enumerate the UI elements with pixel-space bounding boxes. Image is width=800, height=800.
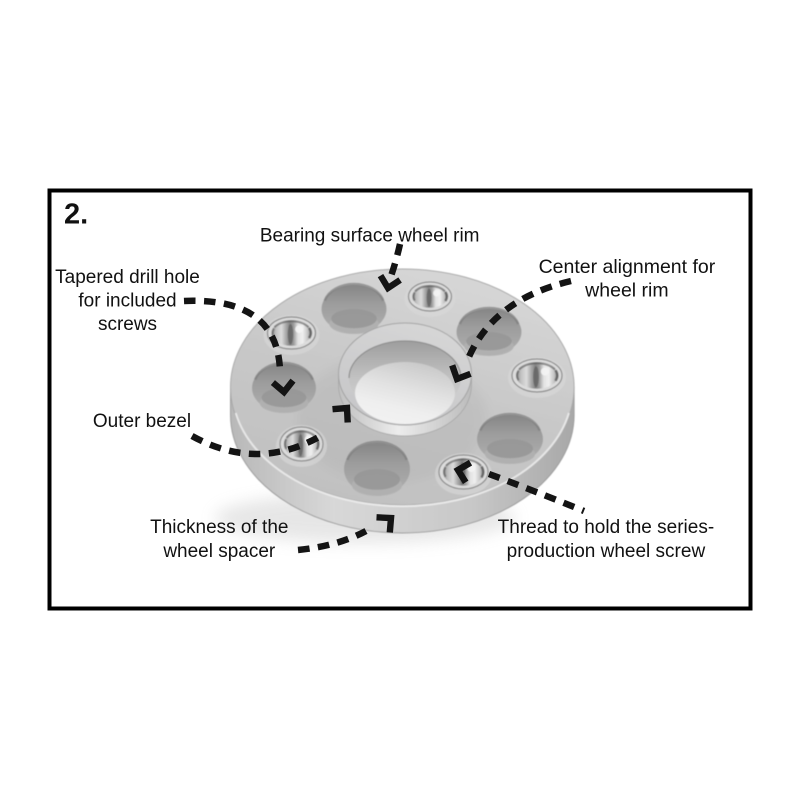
svg-text:wheel spacer: wheel spacer: [162, 541, 276, 562]
svg-text:Tapered drill hole: Tapered drill hole: [55, 267, 200, 288]
svg-text:wheel rim: wheel rim: [584, 280, 668, 302]
svg-text:2.: 2.: [64, 199, 88, 231]
svg-text:Outer bezel: Outer bezel: [93, 411, 191, 432]
svg-text:Bearing surface wheel rim: Bearing surface wheel rim: [260, 226, 480, 247]
svg-text:Center alignment for: Center alignment for: [539, 256, 716, 278]
svg-text:Thread to hold the series-: Thread to hold the series-: [498, 517, 715, 538]
svg-text:for included: for included: [78, 291, 176, 312]
svg-text:screws: screws: [98, 314, 157, 335]
svg-text:Thickness of the: Thickness of the: [150, 517, 288, 538]
svg-text:production wheel screw: production wheel screw: [507, 541, 706, 562]
